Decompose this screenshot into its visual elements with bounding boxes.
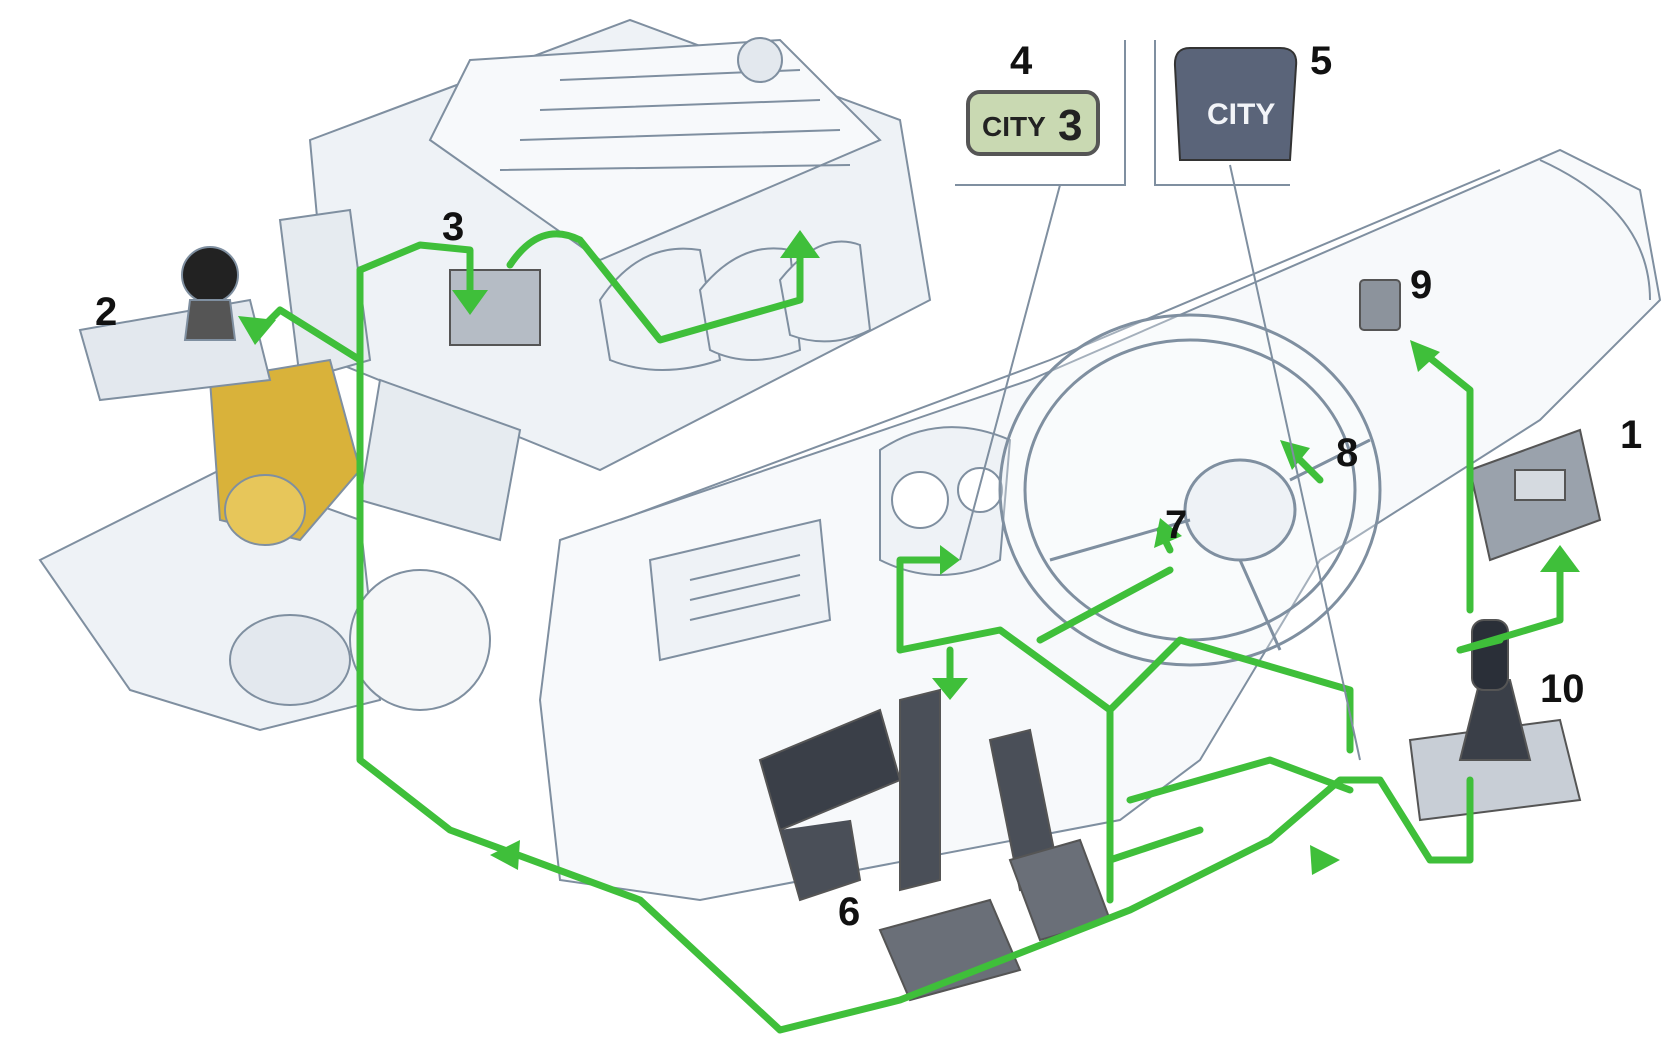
button-city-text: CITY (1207, 98, 1275, 131)
callout-7: 7 (1165, 503, 1187, 547)
sensor-9 (1359, 279, 1401, 331)
callout-10: 10 (1540, 667, 1585, 711)
city-button-inset: CITY (1173, 47, 1298, 161)
callout-1: 1 (1620, 413, 1642, 457)
callout-9: 9 (1410, 263, 1432, 307)
callout-6: 6 (838, 890, 860, 934)
engine (278, 18, 932, 542)
actuator-3 (449, 269, 541, 346)
callout-numbers: 1 2 3 4 5 6 7 8 9 10 (95, 39, 1642, 934)
steering-wheel (998, 313, 1382, 667)
callout-5: 5 (1310, 39, 1332, 83)
ecu-module (1468, 428, 1602, 562)
dashboard (538, 148, 1662, 902)
gearbox (38, 246, 491, 732)
callout-2: 2 (95, 290, 117, 334)
city-display-inset: CITY 3 (966, 90, 1100, 156)
callout-4: 4 (1010, 39, 1033, 83)
callout-3: 3 (442, 205, 464, 249)
leader-lines (955, 40, 1361, 761)
pedal-box (758, 688, 1112, 1002)
display-city-text: CITY (982, 111, 1046, 142)
display-digit: 3 (1058, 101, 1082, 150)
callout-8: 8 (1336, 431, 1358, 475)
gear-shifter (1408, 619, 1582, 822)
wiring-harness (256, 230, 1564, 1034)
harness-arrows (238, 230, 1580, 875)
